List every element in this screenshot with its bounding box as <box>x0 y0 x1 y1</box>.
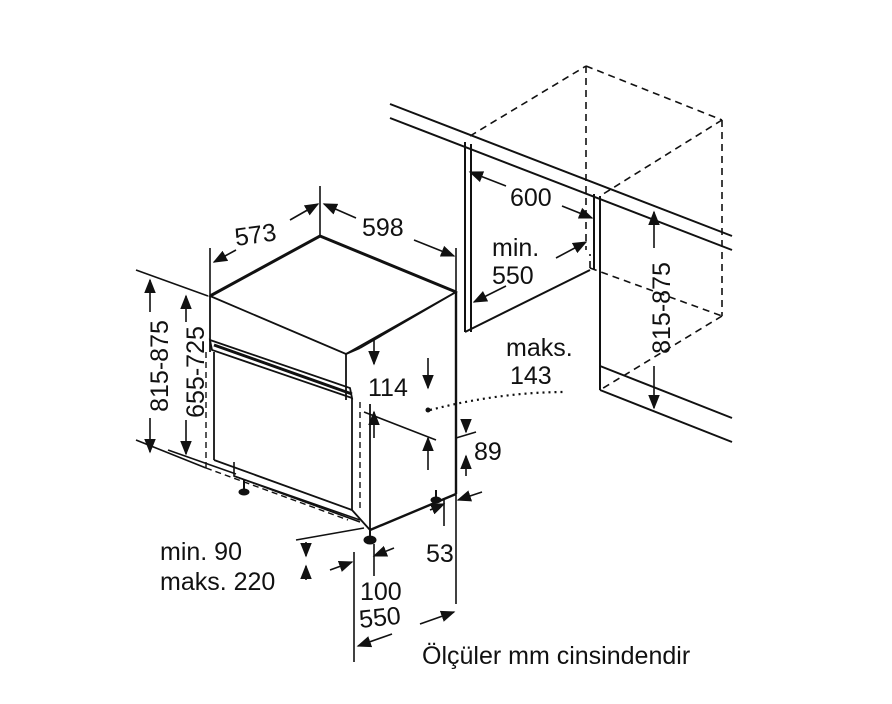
label-550: 550 <box>492 262 534 290</box>
units-note: Ölçüler mm cinsindendir <box>422 642 690 670</box>
label-maks: maks. <box>506 334 573 362</box>
label-550-bottom: 550 <box>358 602 402 634</box>
label-815-875-left: 815-875 <box>146 320 174 412</box>
label-815-875-right: 815-875 <box>648 262 676 354</box>
label-143: 143 <box>510 362 552 390</box>
label-114: 114 <box>368 374 408 402</box>
label-89: 89 <box>474 438 502 466</box>
dimension-point <box>425 407 431 413</box>
label-655-725: 655-725 <box>182 326 210 418</box>
label-maks-220: maks. 220 <box>160 568 275 596</box>
label-min: min. <box>492 234 539 262</box>
label-598: 598 <box>362 214 404 242</box>
label-min-90: min. 90 <box>160 538 242 566</box>
label-573: 573 <box>233 218 278 252</box>
dimension-lines <box>135 171 660 662</box>
label-100: 100 <box>360 578 402 606</box>
label-600: 600 <box>510 184 552 212</box>
dimension-labels: 573 598 600 min. 550 815-875 655-725 815… <box>146 184 690 670</box>
dishwasher-body <box>205 234 459 545</box>
cabinet-niche <box>389 65 733 443</box>
label-53: 53 <box>426 540 454 568</box>
